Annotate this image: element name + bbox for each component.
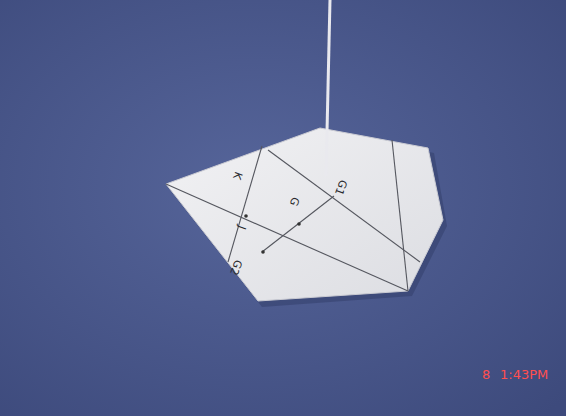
parallel-line [268,150,420,262]
median-line [228,146,262,262]
side-line [392,140,408,291]
point-label: J [236,224,247,231]
timestamp-text: 8 [482,368,490,381]
point-label: K [231,170,244,181]
hanging-string [326,0,330,176]
timestamp-text: 1:43PM [500,368,548,381]
point-label: G1 [333,178,349,196]
point-dot [297,222,301,226]
point-label: G2 [228,258,244,276]
point-dot [244,214,248,218]
point-dot [261,250,265,254]
centroid-line [262,196,334,252]
diagonal-line [166,184,408,291]
point-label: G [288,196,301,208]
pentagon-card [166,128,443,301]
